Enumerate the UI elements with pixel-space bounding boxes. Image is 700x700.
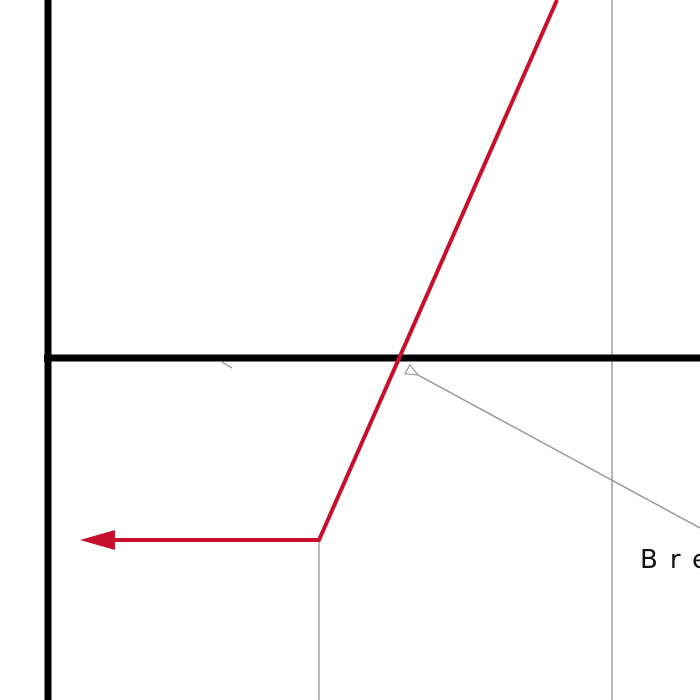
payoff-left-arrowhead (80, 530, 115, 550)
payoff-line (112, 0, 559, 542)
axis-faint-tick (221, 361, 233, 369)
breakeven-label: Bre (640, 545, 700, 575)
breakeven-pointer-line (418, 375, 700, 529)
